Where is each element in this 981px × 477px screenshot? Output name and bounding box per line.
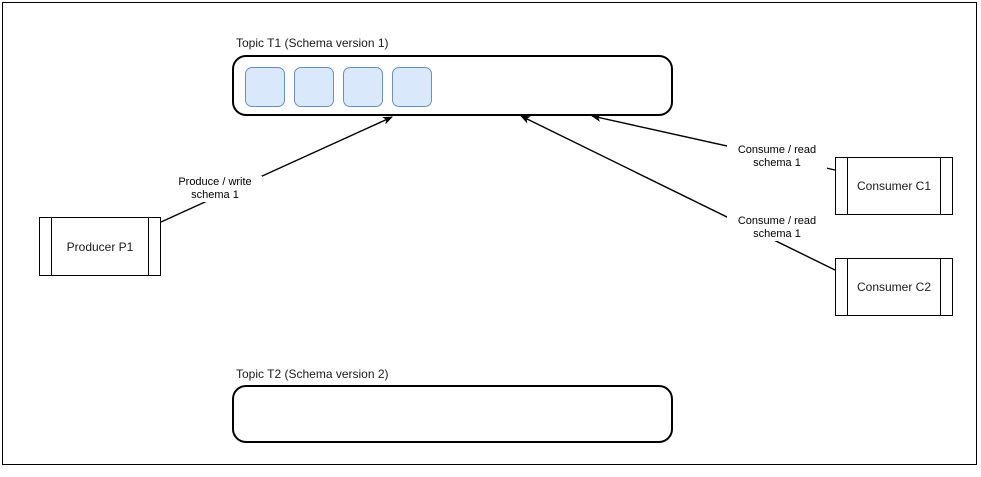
node-producer-p1[interactable]: Producer P1	[39, 217, 161, 276]
node-label: Producer P1	[66, 239, 134, 254]
component-bar-left	[847, 259, 848, 315]
component-bar-left	[51, 218, 52, 275]
page-border	[2, 2, 977, 465]
edge-producer-to-topic	[160, 116, 393, 223]
node-label: Consumer C1	[856, 179, 932, 193]
topic-t2-box[interactable]	[232, 385, 673, 443]
message-cell[interactable]	[343, 67, 383, 107]
topic-t2-label: Topic T2 (Schema version 2)	[236, 367, 389, 381]
edge-topic-to-consumer-c2	[520, 115, 836, 271]
message-cell[interactable]	[392, 67, 432, 107]
topic-t1-box[interactable]	[232, 55, 673, 116]
edge-label-consume-c1: Consume / read schema 1	[727, 144, 827, 170]
component-bar-left	[847, 158, 848, 214]
message-cell[interactable]	[245, 67, 285, 107]
component-bar-right	[940, 259, 941, 315]
edge-label-produce: Produce / write schema 1	[168, 176, 262, 202]
component-bar-right	[148, 218, 149, 275]
node-consumer-c2[interactable]: Consumer C2	[835, 258, 953, 316]
topic-t1-label: Topic T1 (Schema version 1)	[236, 36, 389, 50]
edge-label-consume-c2: Consume / read schema 1	[727, 215, 827, 241]
message-cell[interactable]	[294, 67, 334, 107]
node-consumer-c1[interactable]: Consumer C1	[835, 157, 953, 215]
node-label: Consumer C2	[856, 280, 932, 294]
component-bar-right	[940, 158, 941, 214]
